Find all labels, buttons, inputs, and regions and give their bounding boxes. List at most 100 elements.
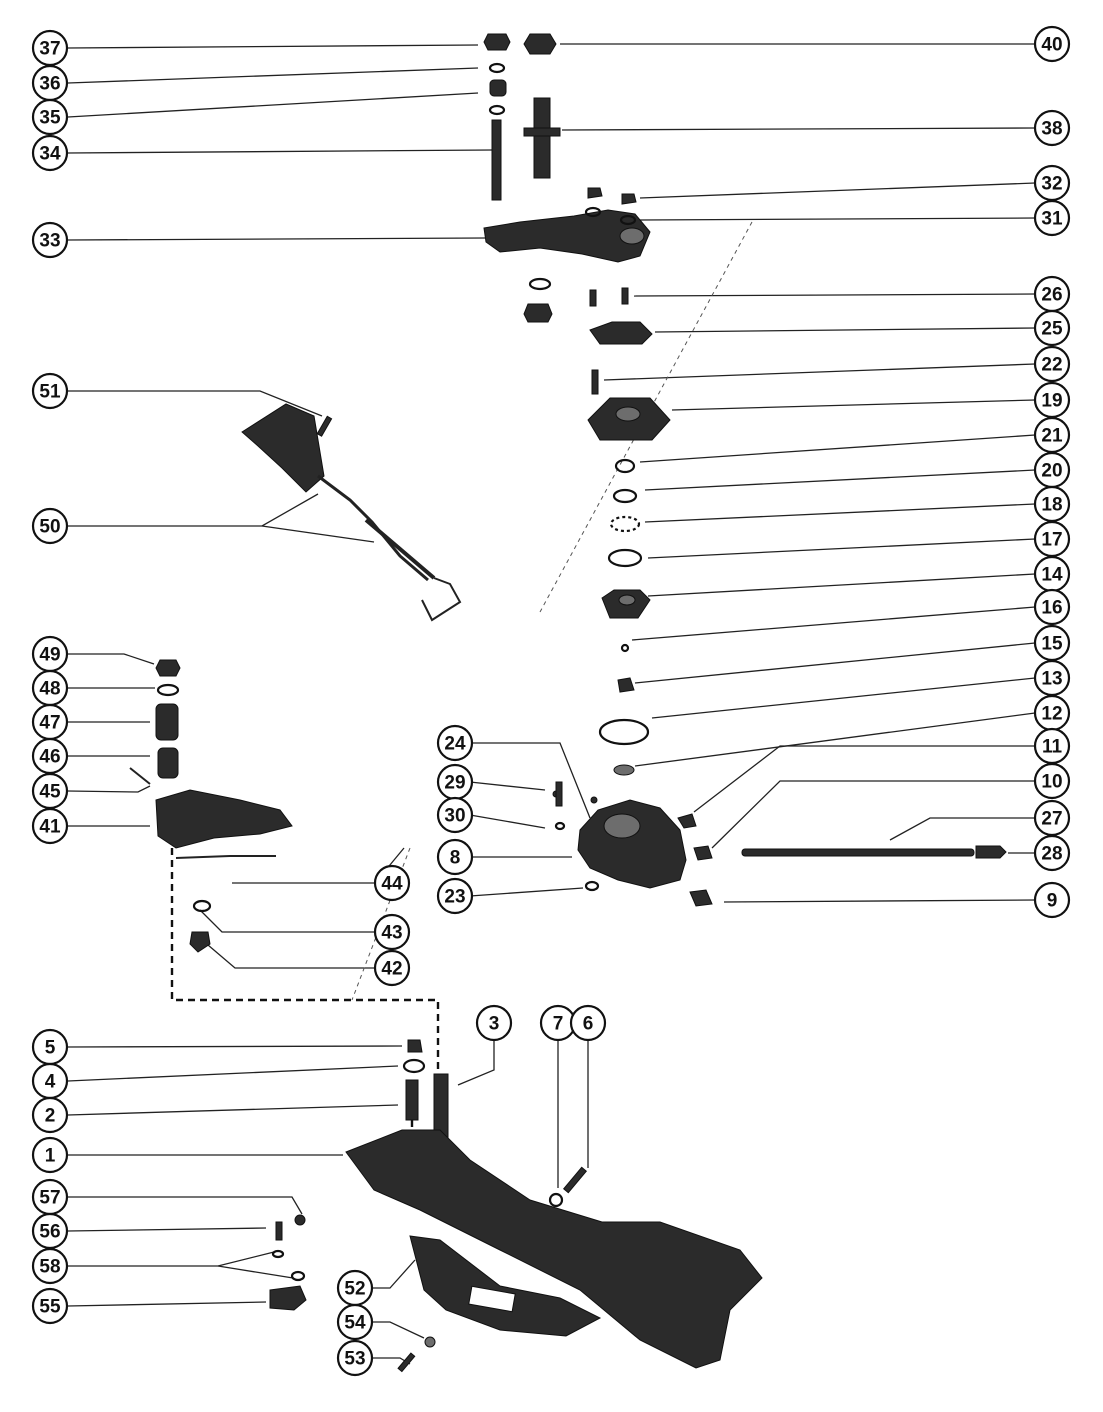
lower-bracket-parts [269,1039,763,1373]
stud-part-38 [533,97,551,179]
callout-number: 53 [344,1349,365,1370]
callout-number: 58 [39,1257,60,1278]
callout-15: 15 [1033,624,1071,662]
callout-number: 12 [1041,704,1062,725]
callout-number: 24 [444,734,466,755]
callout-number: 33 [39,231,60,252]
assembly-guides [170,221,753,1180]
callout-27: 27 [1033,799,1071,837]
callout-28: 28 [1033,834,1071,872]
callout-number: 44 [381,874,403,895]
nut-part-37 [483,33,511,51]
callout-bubbles: 3736353433403832312625221921201817141615… [31,25,1071,1377]
callout-number: 20 [1041,461,1062,482]
callout-number: 56 [39,1222,60,1243]
callout-number: 19 [1041,391,1062,412]
right-column-parts [587,287,671,776]
callout-19: 19 [1033,381,1071,419]
callout-circle [31,1096,69,1134]
callout-number: 21 [1041,426,1063,447]
callout-number: 49 [39,645,60,666]
callout-number: 57 [39,1188,60,1209]
callout-number: 42 [381,959,402,980]
callout-number: 45 [39,782,61,803]
callout-circle [436,724,474,762]
valve-body-parts [552,781,1007,907]
callout-number: 35 [39,108,61,129]
callout-35: 35 [31,98,69,136]
callout-2: 2 [31,1096,69,1134]
bracket-part-1 [345,1129,763,1369]
callout-circle [436,796,474,834]
callout-52: 52 [336,1269,374,1307]
callout-circle [31,372,69,410]
callout-42: 42 [373,949,411,987]
callout-number: 4 [45,1072,56,1093]
callout-number: 1 [45,1146,56,1167]
callout-24: 24 [436,724,474,762]
callout-number: 15 [1041,634,1063,655]
callout-43: 43 [373,913,411,951]
callout-number: 31 [1041,209,1063,230]
callout-circle [373,913,411,951]
callout-number: 55 [39,1297,61,1318]
callout-number: 40 [1041,35,1062,56]
callout-number: 3 [489,1014,500,1035]
leader-lines [67,43,1036,1365]
callout-circle [336,1303,374,1341]
valve-body-part-8 [577,799,687,889]
callout-13: 13 [1033,659,1071,697]
left-stack-parts [129,659,293,953]
callout-9: 9 [1033,881,1071,919]
upper-stack-parts [483,33,651,323]
callout-number: 54 [344,1313,366,1334]
callout-20: 20 [1033,451,1071,489]
callout-circle [569,1004,607,1042]
callout-22: 22 [1033,345,1071,383]
callout-circle [1033,199,1071,237]
callout-44: 44 [373,864,411,902]
callout-1: 1 [31,1136,69,1174]
callout-circle [1033,345,1071,383]
callout-circle [1033,25,1071,63]
callout-5: 5 [31,1028,69,1066]
callout-41: 41 [31,807,69,845]
callout-number: 6 [583,1014,594,1035]
callout-circle [1033,588,1071,626]
callout-circle [31,134,69,172]
cover-part-25 [589,321,653,345]
callout-number: 36 [39,74,60,95]
callout-58: 58 [31,1247,69,1285]
callout-26: 26 [1033,275,1071,313]
callout-number: 5 [45,1038,56,1059]
collar-part-38 [523,127,561,137]
callout-circle [336,1339,374,1377]
callout-number: 16 [1041,598,1062,619]
callout-47: 47 [31,703,69,741]
callout-number: 10 [1041,772,1062,793]
callout-circle [31,807,69,845]
callout-56: 56 [31,1212,69,1250]
callout-number: 30 [444,806,465,827]
washer-part-35b [488,104,506,116]
callout-circle [1033,881,1071,919]
callout-40: 40 [1033,25,1071,63]
callout-number: 34 [39,144,61,165]
callout-10: 10 [1033,762,1071,800]
callout-3: 3 [475,1004,513,1042]
callout-number: 43 [381,923,402,944]
callout-50: 50 [31,507,69,545]
callout-circle [31,221,69,259]
washer-part-36 [488,62,506,74]
callout-17: 17 [1033,520,1071,558]
callout-number: 26 [1041,285,1062,306]
end-fitting-part-28 [975,845,1007,859]
callout-number: 17 [1041,530,1062,551]
callout-21: 21 [1033,416,1071,454]
callout-circle [436,838,474,876]
plate-part-52 [409,1235,602,1337]
bracket-part-50 [241,403,325,493]
callout-number: 32 [1041,174,1062,195]
callout-circle [373,949,411,987]
callout-number: 9 [1047,891,1058,912]
